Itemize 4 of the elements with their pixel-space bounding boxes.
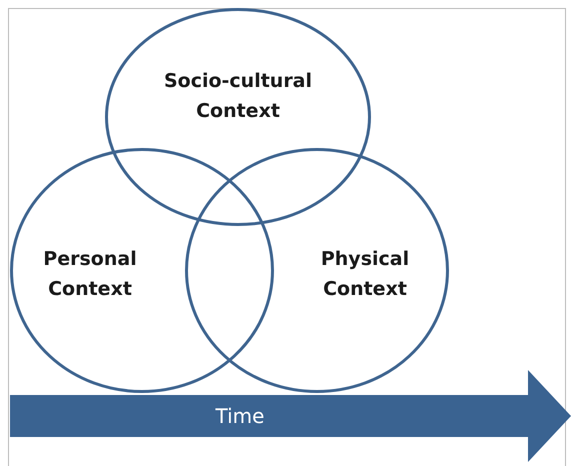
circle-label: Personal Context	[42, 247, 138, 302]
circle-label: Physical Context	[320, 247, 410, 302]
circle-label: Socio-cultural Context	[162, 69, 314, 124]
arrow-label: Time	[214, 404, 266, 428]
